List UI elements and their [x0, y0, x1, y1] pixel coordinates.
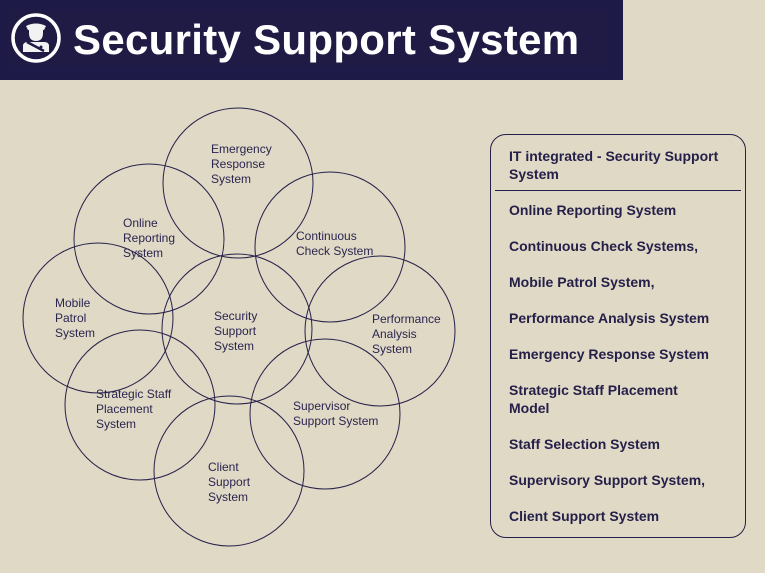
- header-inner: [8, 10, 608, 66]
- panel-item: Emergency Response System: [509, 346, 709, 362]
- label-line: Support System: [293, 414, 378, 428]
- label-line: Patrol: [55, 311, 86, 325]
- panel-item: Performance Analysis System: [509, 310, 710, 326]
- label-line: Continuous: [296, 229, 357, 243]
- circle-strategic: [64, 329, 216, 481]
- label-line: Reporting: [123, 231, 175, 245]
- circle-supervisor: [249, 338, 401, 490]
- circle-performance: [304, 255, 456, 407]
- label-line: Client: [208, 460, 239, 474]
- panel-item: Strategic Staff Placement Model: [509, 382, 678, 416]
- circle-online: [73, 163, 225, 315]
- systems-panel: IT integrated - Security Support System …: [490, 134, 746, 538]
- circle-emergency: [162, 107, 314, 259]
- label-line: Check System: [296, 244, 373, 258]
- label-line: Performance: [372, 312, 441, 326]
- label-line: Analysis: [372, 327, 417, 341]
- label-line: Response: [211, 157, 265, 171]
- label-line: Support: [214, 324, 257, 338]
- label-line: Online: [123, 216, 158, 230]
- label-line: Support: [208, 475, 251, 489]
- label-line: System: [372, 342, 412, 356]
- label-line: Supervisor: [293, 399, 350, 413]
- label-line: System: [214, 339, 254, 353]
- panel-item: Mobile Patrol System,: [509, 274, 655, 290]
- label-line: Security: [214, 309, 257, 323]
- panel-item: Staff Selection System: [509, 436, 660, 452]
- panel-item: Continuous Check Systems,: [509, 238, 699, 254]
- page-title: Security Support System: [73, 16, 580, 63]
- panel-item: Online Reporting System: [509, 202, 677, 218]
- label-line: Placement: [96, 402, 153, 416]
- circle-continuous: [254, 171, 406, 323]
- header-banner: Security Support System: [0, 0, 623, 80]
- label-line: Strategic Staff: [96, 387, 172, 401]
- label-line: Mobile: [55, 296, 91, 310]
- label-line: System: [123, 246, 163, 260]
- panel-title: IT integrated - Security Support System: [509, 148, 719, 182]
- label-line: System: [55, 326, 95, 340]
- label-line: Emergency: [211, 142, 272, 156]
- circle-security: [161, 253, 313, 405]
- circle-mobile: [22, 242, 174, 394]
- label-line: System: [96, 417, 136, 431]
- label-line: System: [211, 172, 251, 186]
- panel-item: Supervisory Support System,: [509, 472, 706, 488]
- panel-item: Client Support System: [509, 508, 660, 524]
- panel-divider: [495, 190, 741, 191]
- circle-client: [153, 395, 305, 547]
- label-line: System: [208, 490, 248, 504]
- security-guard-icon: [11, 13, 61, 63]
